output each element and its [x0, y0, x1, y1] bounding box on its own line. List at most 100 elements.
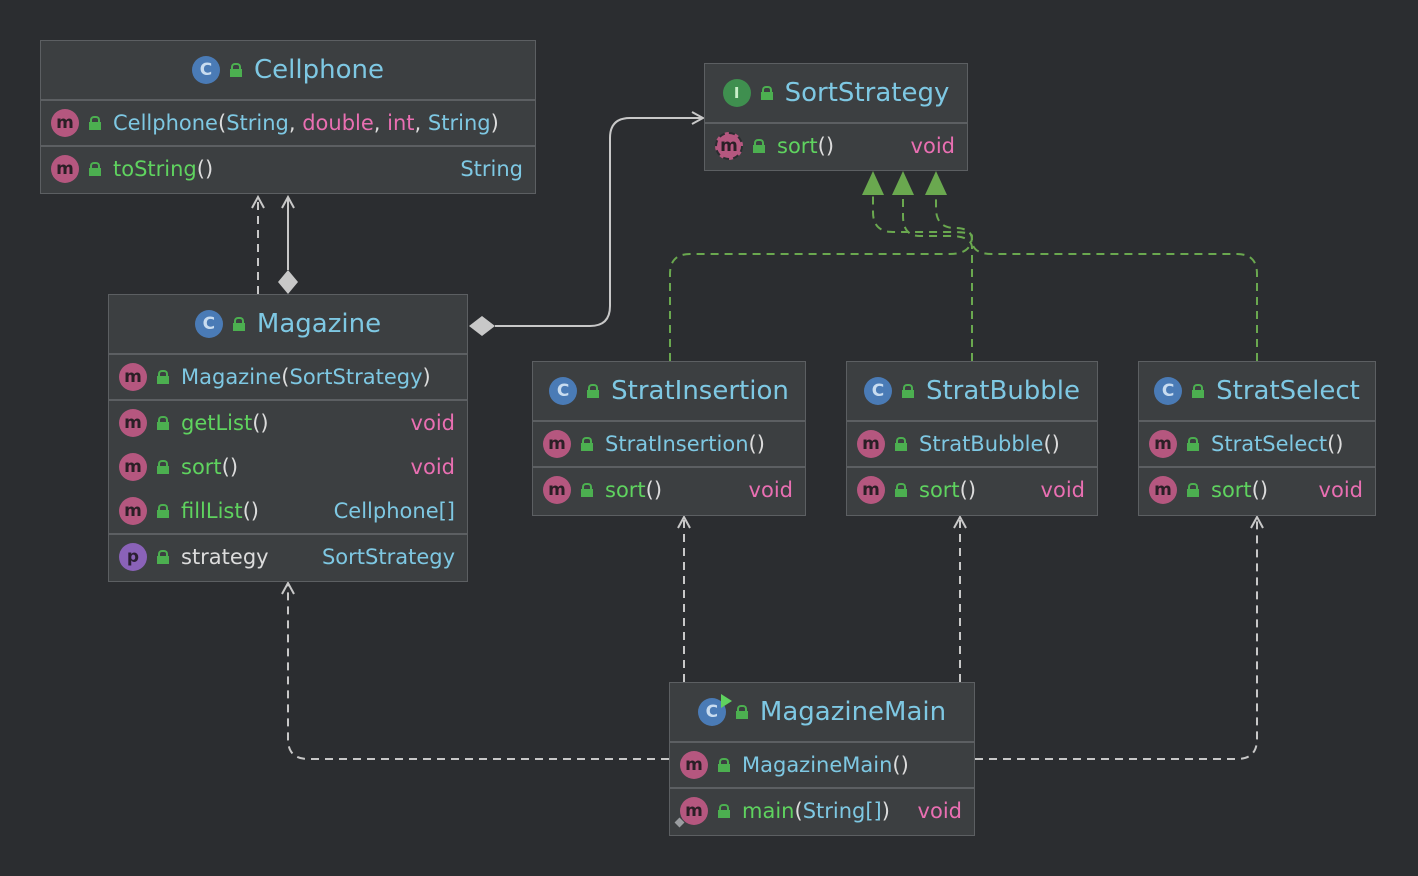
public-lock-icon	[718, 758, 730, 772]
return-type: void	[917, 799, 962, 823]
method-icon: m	[1149, 430, 1177, 458]
method-icon: m	[119, 409, 147, 437]
realization-arrowhead	[892, 171, 914, 195]
composition-diamond-sortstrategy	[469, 316, 495, 336]
static-marker-icon	[674, 817, 685, 828]
edge-magazine-sortstrategy-composition	[495, 118, 703, 327]
method-row[interactable]: m sort() void	[109, 445, 467, 489]
close-paren: )	[490, 111, 499, 135]
method-row[interactable]: m toString() String	[41, 145, 535, 191]
constructor-signature: StratSelect()	[1211, 432, 1343, 456]
constructor-signature: MagazineMain()	[742, 753, 909, 777]
return-type: Cellphone[]	[333, 499, 455, 523]
method-signature: sort()	[777, 134, 834, 158]
parens: ()	[892, 753, 909, 777]
return-type: void	[410, 455, 455, 479]
runnable-class-icon: C	[697, 694, 732, 726]
constructor-row[interactable]: m Cellphone(String, double, int, String)	[41, 101, 535, 145]
open-paren: (	[281, 365, 290, 389]
class-magazinemain[interactable]: C MagazineMain m MagazineMain() m main(S…	[669, 682, 975, 836]
param-type: String[]	[802, 799, 882, 823]
parens: ()	[196, 157, 214, 181]
public-lock-icon	[1187, 437, 1199, 451]
public-lock-icon	[157, 460, 169, 474]
class-name: StratInsertion	[611, 376, 789, 406]
method-name: sort	[777, 134, 818, 158]
method-signature: fillList()	[181, 499, 259, 523]
public-lock-icon	[587, 384, 600, 398]
constructor-row[interactable]: m StratInsertion()	[533, 422, 805, 466]
method-row[interactable]: m sort() void	[533, 466, 805, 512]
class-stratselect[interactable]: C StratSelect m StratSelect() m sort() v…	[1138, 361, 1376, 516]
property-icon: p	[119, 543, 147, 571]
public-lock-icon	[89, 162, 101, 176]
class-name: StratSelect	[1216, 376, 1360, 406]
interface-sortstrategy[interactable]: I SortStrategy m sort() void	[704, 63, 968, 171]
method-icon: m	[119, 363, 147, 391]
constructor-row[interactable]: m MagazineMain()	[670, 743, 974, 787]
public-lock-icon	[718, 804, 730, 818]
class-cellphone[interactable]: C Cellphone m Cellphone(String, double, …	[40, 40, 536, 194]
constructor-name: Magazine	[181, 365, 282, 389]
class-stratinsertion[interactable]: C StratInsertion m StratInsertion() m so…	[532, 361, 806, 516]
method-name: main	[742, 799, 795, 823]
param-type: String	[427, 111, 491, 135]
close-paren: )	[422, 365, 431, 389]
method-row[interactable]: m sort() void	[847, 466, 1097, 512]
comma: ,	[373, 111, 388, 135]
parens: ()	[1043, 432, 1060, 456]
composition-diamond-cellphone	[278, 270, 298, 294]
public-lock-icon	[760, 86, 773, 100]
constructor-name: MagazineMain	[742, 753, 893, 777]
constructor-row[interactable]: m StratSelect()	[1139, 422, 1375, 466]
class-header: C StratSelect	[1139, 362, 1375, 422]
public-lock-icon	[1192, 384, 1205, 398]
class-name: Cellphone	[254, 55, 384, 85]
return-type: void	[410, 411, 455, 435]
method-row[interactable]: m sort() void	[705, 124, 967, 168]
constructor-row[interactable]: m Magazine(SortStrategy)	[109, 355, 467, 399]
method-icon: m	[51, 155, 79, 183]
edge-stratselect-realization	[935, 195, 1258, 361]
method-signature: sort()	[605, 478, 662, 502]
method-name: sort	[605, 478, 646, 502]
method-name: toString	[113, 157, 197, 181]
class-magazine[interactable]: C Magazine m Magazine(SortStrategy) m ge…	[108, 294, 468, 582]
parens: ()	[959, 478, 977, 502]
public-lock-icon	[735, 705, 748, 719]
method-icon: m	[680, 751, 708, 779]
return-type: void	[1318, 478, 1363, 502]
public-lock-icon	[581, 483, 593, 497]
constructor-signature: StratBubble()	[919, 432, 1060, 456]
constructor-name: Cellphone	[113, 111, 218, 135]
edge-main-magazine-dependency	[288, 583, 669, 760]
class-stratbubble[interactable]: C StratBubble m StratBubble() m sort() v…	[846, 361, 1098, 516]
class-header: C StratBubble	[847, 362, 1097, 422]
edge-main-stratselect-dependency	[975, 517, 1257, 760]
edge-stratbubble-realization	[902, 195, 973, 361]
field-row[interactable]: p strategy SortStrategy	[109, 533, 467, 579]
comma: ,	[288, 111, 303, 135]
method-signature: toString()	[113, 157, 213, 181]
constructor-row[interactable]: m StratBubble()	[847, 422, 1097, 466]
class-header: C Magazine	[109, 295, 467, 355]
method-row[interactable]: m sort() void	[1139, 466, 1375, 512]
class-header: C StratInsertion	[533, 362, 805, 422]
class-name: StratBubble	[925, 376, 1081, 406]
public-lock-icon	[232, 317, 245, 331]
edge-stratinsertion-realization	[669, 195, 974, 361]
method-name: fillList	[181, 499, 243, 523]
class-name: SortStrategy	[784, 78, 950, 108]
method-row[interactable]: m main(String[]) void	[670, 787, 974, 833]
param-type: int	[387, 111, 415, 135]
method-row[interactable]: m getList() void	[109, 399, 467, 445]
method-signature: getList()	[181, 411, 269, 435]
class-icon: C	[1154, 377, 1183, 405]
public-lock-icon	[89, 116, 101, 130]
class-kind-letter: C	[705, 702, 719, 722]
parens: ()	[645, 478, 663, 502]
method-row[interactable]: m fillList() Cellphone[]	[109, 489, 467, 533]
open-paren: (	[794, 799, 803, 823]
method-name: getList	[181, 411, 253, 435]
class-icon: C	[194, 310, 223, 338]
